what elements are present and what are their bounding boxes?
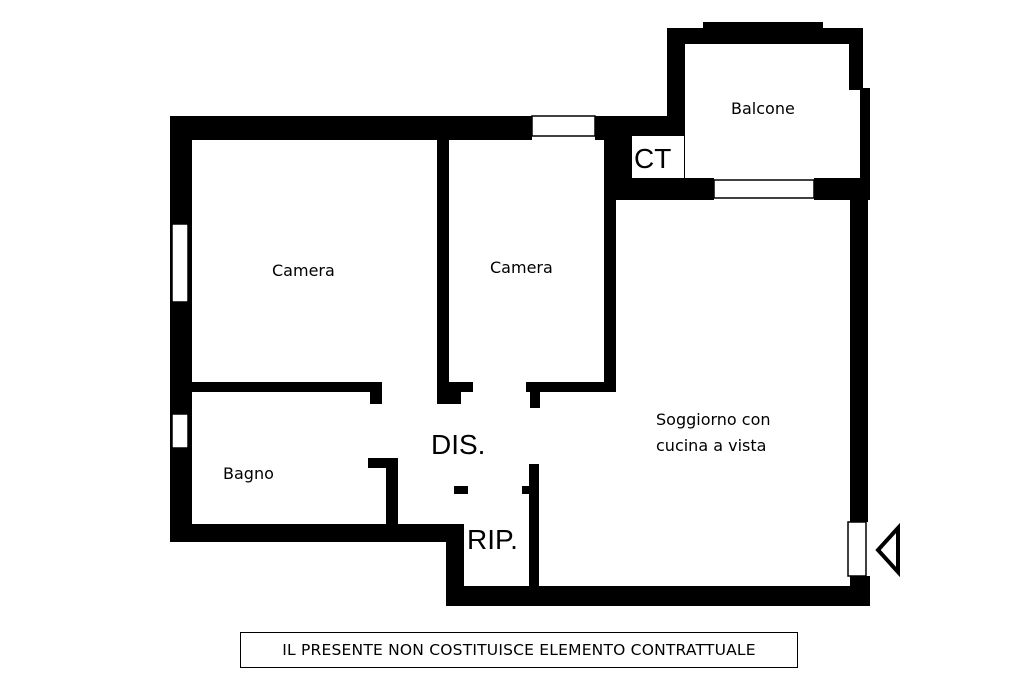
label-rip: RIP. — [467, 524, 518, 555]
ct-box — [632, 136, 684, 178]
windows — [171, 115, 815, 449]
wall-rip-right — [529, 464, 539, 592]
wall-bottom — [446, 586, 870, 606]
label-ct: CT — [634, 143, 671, 174]
wall-right-low — [850, 576, 870, 606]
wall-rip-jamb-left — [454, 486, 468, 494]
wall-left — [170, 116, 192, 542]
entrance-opening — [847, 521, 867, 577]
balcony-wall-right-2 — [860, 88, 870, 200]
wall-camera2-bottom — [526, 382, 616, 392]
wall-camera2-right — [604, 116, 616, 392]
walls — [170, 22, 870, 606]
label-soggiorno-line2: cucina a vista — [656, 436, 766, 455]
wall-top-left — [170, 116, 532, 140]
window-soggiorno-top — [713, 179, 815, 199]
wall-camera1-bottom — [192, 382, 382, 392]
label-soggiorno-line1: Soggiorno con — [656, 410, 771, 429]
balcony-wall-left — [667, 28, 685, 136]
wall-camera1-camera2 — [437, 140, 449, 384]
window-bagno-left — [171, 413, 189, 449]
wall-soggiorno-top — [610, 178, 714, 200]
disclaimer-box: IL PRESENTE NON COSTITUISCE ELEMENTO CON… — [240, 632, 798, 668]
wall-bottom-left — [170, 524, 460, 542]
window-camera2-top — [531, 115, 596, 137]
wall-soggiorno-top-right — [814, 178, 868, 200]
wall-camera2-door-jamb — [530, 382, 540, 408]
balcony-wall-right — [849, 28, 863, 90]
label-balcone: Balcone — [731, 99, 795, 118]
wall-bagno-jamb — [368, 458, 398, 468]
label-camera-2: Camera — [490, 258, 553, 277]
label-bagno: Bagno — [223, 464, 274, 483]
wall-right — [850, 180, 868, 522]
wall-camera1-door-jamb — [370, 382, 382, 404]
balcony-window-frame — [703, 22, 823, 44]
window-camera1-left — [171, 223, 189, 303]
label-dis: DIS. — [431, 429, 485, 460]
wall-bagno-right — [386, 458, 398, 528]
wall-camera1-bottom-2 — [437, 382, 473, 392]
label-camera-1: Camera — [272, 261, 335, 280]
wall-rip-left — [446, 524, 464, 606]
disclaimer-text: IL PRESENTE NON COSTITUISCE ELEMENTO CON… — [282, 641, 756, 659]
entrance-arrow-icon — [875, 522, 900, 578]
